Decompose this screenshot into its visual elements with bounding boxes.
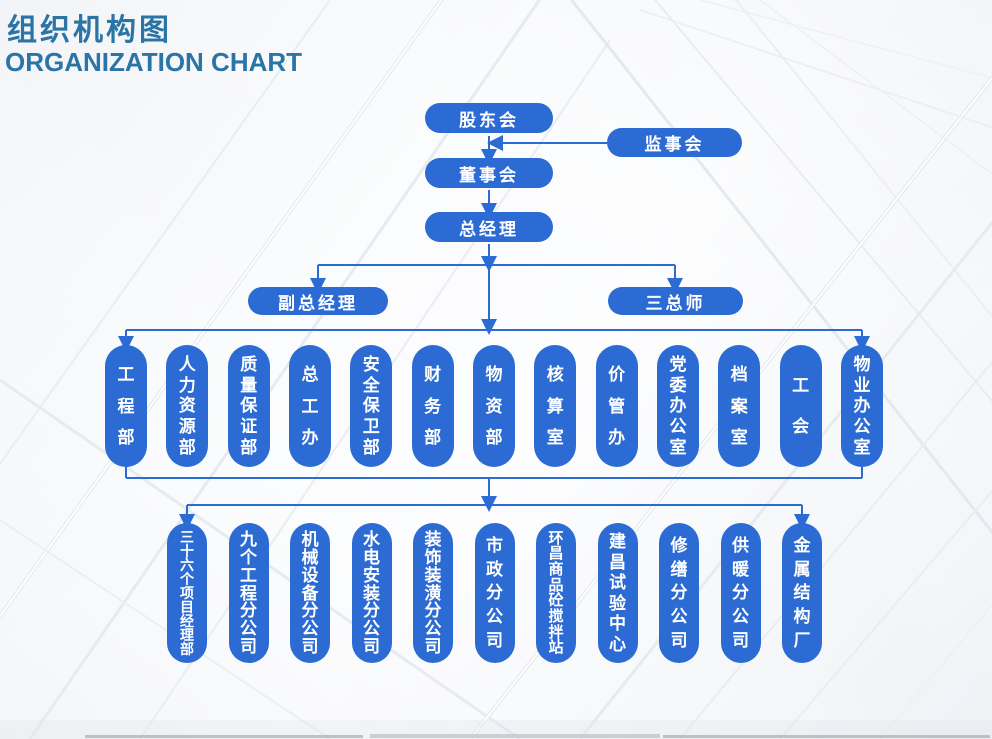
node-subsidiary-6: 市政分公司 [474, 523, 515, 663]
node-subsidiary-11: 金属结构厂 [782, 523, 822, 663]
page-title-english: ORGANIZATION CHART [5, 47, 303, 77]
node-department-3: 质量保证部 [227, 345, 270, 467]
node-shareholders-meeting: 股东会 [425, 103, 553, 133]
node-department-5: 安全保卫部 [350, 345, 393, 467]
node-department-8: 核算室 [534, 345, 577, 467]
node-board-of-directors: 董事会 [425, 158, 553, 188]
page-title-chinese: 组织机构图 [7, 14, 172, 47]
node-department-13: 物业办公室 [841, 345, 883, 467]
node-department-2: 人力资源部 [166, 345, 209, 467]
node-department-11: 档案室 [718, 345, 761, 467]
node-subsidiary-9: 修缮分公司 [659, 523, 699, 663]
node-subsidiary-1: 三十六个项目经理部 [167, 523, 207, 663]
node-three-chief-engineers: 三总师 [608, 287, 743, 315]
node-department-4: 总工办 [289, 345, 331, 467]
node-department-7: 物资部 [473, 345, 515, 467]
node-subsidiary-5: 装饰装潢分公司 [413, 523, 453, 663]
node-deputy-general-manager: 副总经理 [248, 287, 388, 315]
node-subsidiary-8: 建昌试验中心 [597, 523, 638, 663]
node-general-manager: 总经理 [425, 212, 553, 242]
node-subsidiary-10: 供暖分公司 [720, 523, 761, 663]
node-department-9: 价管办 [595, 345, 638, 467]
node-department-1: 工程部 [105, 345, 147, 467]
node-subsidiary-2: 九个工程分公司 [228, 523, 269, 663]
node-supervisory-board: 监事会 [607, 128, 742, 157]
node-subsidiary-4: 水电安装分公司 [351, 523, 392, 663]
node-subsidiary-3: 机械设备分公司 [290, 523, 330, 663]
node-department-10: 党委办公室 [657, 345, 699, 467]
node-department-6: 财务部 [411, 345, 454, 467]
node-subsidiary-7: 环昌商品砼搅拌站 [536, 523, 576, 663]
node-department-12: 工会 [779, 345, 822, 467]
